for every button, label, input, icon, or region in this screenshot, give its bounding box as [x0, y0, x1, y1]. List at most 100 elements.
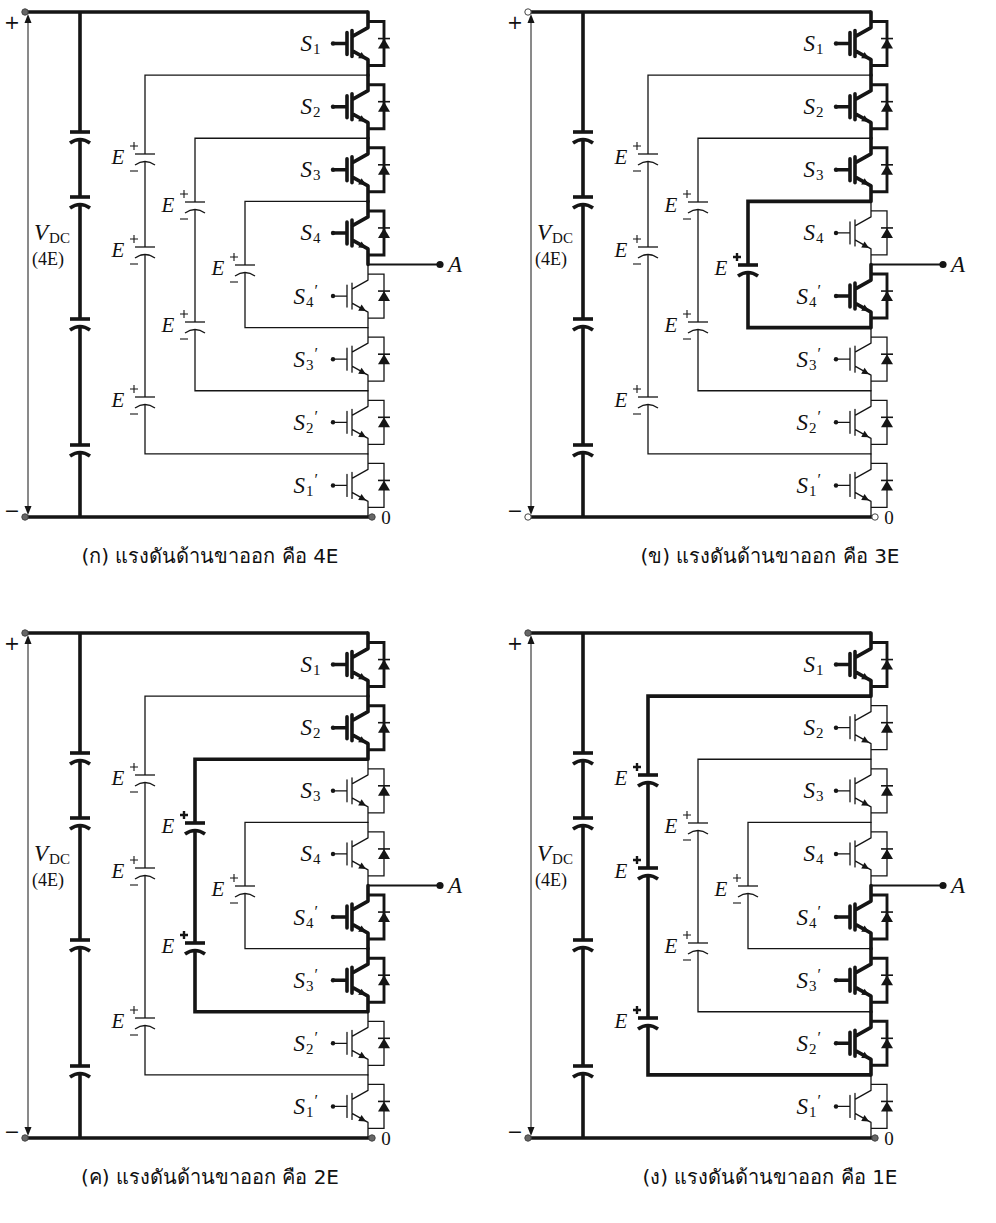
capacitor-plate [688, 942, 708, 943]
voltage-arrow-line [531, 21, 532, 508]
switch-index: 3 [313, 789, 321, 804]
capacitor-plate [70, 130, 90, 134]
capacitor-plate [573, 751, 593, 755]
capacitor-voltage: E [212, 879, 225, 900]
switch-index: 3 [816, 789, 824, 804]
inverter-panel [525, 630, 947, 1141]
capacitor-plate [573, 317, 593, 321]
terminal-sign: + [4, 13, 20, 32]
polarity-plus [180, 190, 188, 198]
diode-triangle [881, 1038, 893, 1048]
igbt-body [334, 454, 368, 517]
emitter-arrow [358, 862, 366, 869]
capacitor-plate [638, 1016, 658, 1020]
polarity-minus [683, 959, 691, 960]
polarity-plus [180, 310, 188, 318]
gate-terminal [331, 725, 335, 729]
gate-terminal [834, 852, 838, 856]
switch-index: 3 [809, 979, 817, 994]
switch-index: 4 [306, 916, 314, 931]
capacitor-plate-curved [185, 210, 205, 214]
diode-bar [881, 1101, 893, 1103]
capacitor-symbol [67, 818, 93, 829]
switch-name: S [294, 969, 306, 992]
capacitor-plate [70, 1064, 90, 1068]
inverter-panel [525, 9, 947, 520]
capacitor-plate-curved [638, 255, 658, 259]
capacitor-symbol [130, 385, 158, 414]
capacitor-plate [135, 153, 155, 154]
igbt-switch [331, 138, 390, 201]
switch-prime: ′ [818, 1030, 822, 1046]
diode-triangle [378, 417, 390, 427]
capacitor-voltage: E [615, 861, 628, 882]
diode-triangle [378, 39, 390, 49]
emitter-arrow [358, 368, 366, 375]
output-wire [871, 263, 943, 265]
switch-index: 2 [306, 421, 314, 436]
diode-triangle [881, 723, 893, 733]
voltage-arrow-line [28, 642, 29, 1129]
terminal-sign: + [507, 634, 523, 653]
capacitor-symbol [570, 753, 596, 764]
igbt-switch [331, 1075, 390, 1138]
capacitor-symbol [130, 142, 158, 171]
igbt-body [334, 201, 368, 264]
switch-name: S [301, 221, 313, 244]
emitter-arrow [861, 1115, 869, 1122]
ground-terminal: 0 [381, 508, 391, 527]
capacitor-plate-curved [135, 255, 155, 259]
igbt-switch [834, 454, 893, 517]
switch-prime: ′ [315, 904, 319, 920]
switch-index: 3 [816, 168, 824, 183]
capacitor-plate-curved [638, 876, 658, 880]
capacitor-voltage: E [615, 147, 628, 168]
polarity-plus [683, 310, 691, 318]
polarity-plus [633, 763, 641, 771]
capacitor-plate-curved [688, 330, 708, 334]
capacitor-plate-curved [573, 1074, 593, 1078]
switch-name: S [294, 411, 306, 434]
output-dot [436, 261, 443, 268]
voltage-symbol: V [537, 842, 551, 865]
gate-terminal [834, 662, 838, 666]
igbt-body [334, 886, 368, 949]
switch-name: S [797, 411, 809, 434]
igbt-switch [834, 391, 893, 454]
igbt-body [334, 391, 368, 454]
terminal-sign: + [4, 634, 20, 653]
flying-capacitor-wire [748, 201, 871, 327]
wire-gap [635, 247, 661, 255]
flying-capacitor-wire [245, 822, 368, 948]
switch-name: S [797, 285, 809, 308]
igbt-body [837, 75, 871, 138]
igbt-switch [331, 391, 390, 454]
diode-triangle [881, 480, 893, 490]
igbt-body [334, 696, 368, 759]
terminal-dot [369, 1135, 375, 1141]
flying-capacitor-wire [195, 138, 368, 391]
gate-terminal [331, 104, 335, 108]
capacitor-plate [573, 816, 593, 820]
emitter-arrow [861, 989, 869, 996]
polarity-minus [683, 839, 691, 840]
gate-terminal [331, 231, 335, 235]
polarity-plus [633, 856, 641, 864]
capacitor-plate [70, 195, 90, 199]
voltage-value: (4E) [32, 250, 64, 268]
polarity-plus [683, 931, 691, 939]
diode-triangle [881, 228, 893, 238]
igbt-switch [331, 201, 390, 264]
polarity-minus [633, 170, 641, 171]
igbt-body [837, 138, 871, 201]
voltage-symbol: V [34, 221, 48, 244]
capacitor-symbol [570, 940, 596, 951]
panel-caption: (ข) แรงดันด้านขาออก คือ 3E [640, 546, 899, 566]
wire-gap [132, 775, 158, 783]
capacitor-plate [688, 201, 708, 202]
emitter-arrow [861, 736, 869, 743]
capacitor-plate-curved [70, 140, 90, 144]
capacitor-plate-curved [235, 273, 255, 277]
capacitor-plate-curved [70, 205, 90, 209]
